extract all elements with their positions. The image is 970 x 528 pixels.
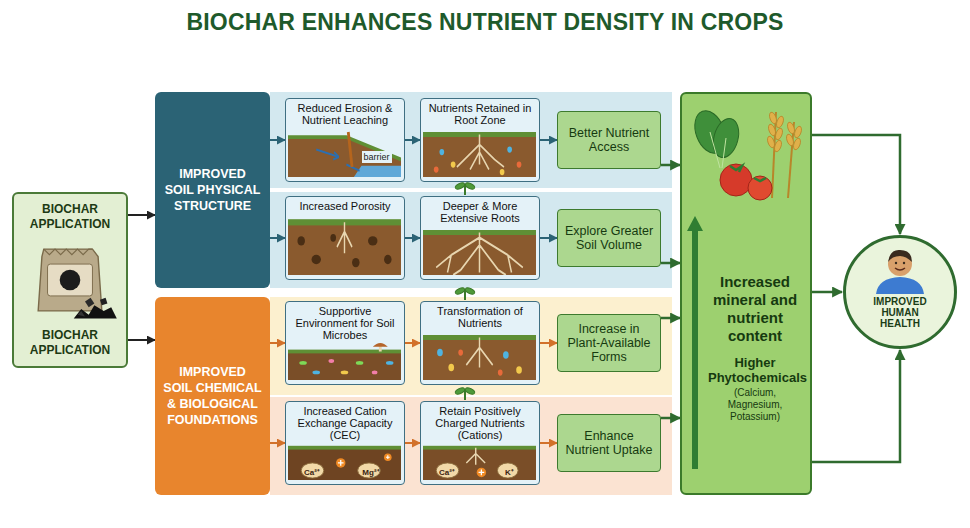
connector-arrow bbox=[270, 342, 285, 344]
process-box: Increased Cation Exchange Capacity (CEC)… bbox=[285, 401, 405, 485]
connector-arrow bbox=[128, 339, 155, 341]
deep-roots-illustration bbox=[423, 225, 536, 275]
result-label: Increase in Plant-Available Forms bbox=[563, 322, 655, 364]
porosity-illustration bbox=[288, 213, 401, 275]
process-box: Deeper & More Extensive Roots bbox=[420, 196, 540, 280]
result-label: Better Nutrient Access bbox=[563, 126, 655, 154]
process-label: Increased Cation Exchange Capacity (CEC) bbox=[290, 405, 400, 441]
process-label: Increased Porosity bbox=[290, 200, 400, 212]
connector-arrow bbox=[661, 317, 680, 320]
text-block: Increase in Plant-Available Forms bbox=[563, 322, 655, 364]
connector-arrow bbox=[661, 164, 680, 167]
health-circle: IMPROVED HUMAN HEALTH bbox=[842, 234, 958, 350]
transformation-illustration bbox=[423, 330, 536, 380]
increase-arrow bbox=[687, 216, 703, 469]
connector-arrow bbox=[270, 139, 285, 141]
diagram-title: BIOCHAR ENHANCES NUTRIENT DENSITY IN CRO… bbox=[0, 9, 970, 36]
ion-label: Ca²⁺ bbox=[439, 467, 455, 479]
connector-arrow bbox=[661, 262, 680, 265]
outcome-box: Increased mineral and nutrient contentHi… bbox=[680, 92, 812, 495]
outcome-label: Increased mineral and nutrient content bbox=[708, 273, 802, 345]
text-block: BIOCHAR APPLICATION BIOCHAR APPLICATION bbox=[18, 202, 122, 358]
root-zone-illustration bbox=[423, 127, 536, 177]
barrier-label: barrier bbox=[362, 151, 392, 163]
text-block: IMPROVED SOIL CHEMICAL & BIOLOGICAL FOUN… bbox=[163, 364, 262, 428]
process-label: Deeper & More Extensive Roots bbox=[425, 200, 535, 224]
process-box: Retain Positively Charged Nutrients (Cat… bbox=[420, 401, 540, 485]
connector-arrow bbox=[661, 417, 680, 420]
outcome-label: (Calcium, Magnesium, Potassium) bbox=[708, 387, 802, 423]
ion-label: Ca²⁺ bbox=[304, 467, 320, 479]
input-label: BIOCHAR APPLICATION bbox=[18, 202, 122, 232]
text-block: IMPROVED SOIL PHYSICAL STRUCTURE bbox=[163, 166, 262, 214]
text-block: Retain Positively Charged Nutrients (Cat… bbox=[425, 405, 535, 441]
text-block: Deeper & More Extensive Roots bbox=[425, 200, 535, 224]
connector-arrow bbox=[540, 442, 557, 444]
ion-label: Mg²⁺ bbox=[362, 467, 379, 479]
connector-arrow bbox=[812, 291, 842, 294]
ion-label: K⁺ bbox=[505, 467, 514, 479]
text-block: Reduced Erosion & Nutrient Leaching bbox=[290, 102, 400, 126]
process-label: Nutrients Retained in Root Zone bbox=[425, 102, 535, 126]
connector-arrow bbox=[812, 135, 900, 234]
process-box: Supportive Environment for Soil Microbes bbox=[285, 301, 405, 385]
biochar-bag bbox=[16, 236, 124, 324]
connector-arrow bbox=[540, 342, 557, 344]
process-box: Nutrients Retained in Root Zone bbox=[420, 98, 540, 182]
band bbox=[270, 297, 672, 395]
process-box: Reduced Erosion & Nutrient Leaching barri… bbox=[285, 98, 405, 182]
connector-arrow bbox=[405, 342, 420, 344]
connector-arrow bbox=[128, 214, 155, 216]
input-label: BIOCHAR APPLICATION bbox=[18, 328, 122, 358]
text-block: Increased Porosity bbox=[290, 200, 400, 212]
process-label: Supportive Environment for Soil Microbes bbox=[290, 305, 400, 341]
text-block: Enhance Nutrient Uptake bbox=[563, 429, 655, 457]
process-label: Transformation of Nutrients bbox=[425, 305, 535, 329]
text-block: IMPROVED HUMAN HEALTH bbox=[862, 296, 938, 329]
category-box: IMPROVED SOIL PHYSICAL STRUCTURE bbox=[155, 92, 270, 288]
connector-arrow bbox=[540, 139, 557, 141]
category-label: IMPROVED SOIL CHEMICAL & BIOLOGICAL FOUN… bbox=[163, 364, 262, 428]
result-box: Better Nutrient Access bbox=[557, 111, 661, 169]
result-label: Explore Greater Soil Volume bbox=[563, 224, 655, 252]
connector-arrow bbox=[405, 442, 420, 444]
connector-arrow bbox=[270, 237, 285, 239]
connector-arrow bbox=[540, 237, 557, 239]
text-block: Increased mineral and nutrient contentHi… bbox=[708, 212, 802, 483]
process-box: Increased Porosity bbox=[285, 196, 405, 280]
band bbox=[270, 192, 672, 288]
text-block: Nutrients Retained in Root Zone bbox=[425, 102, 535, 126]
text-block: Better Nutrient Access bbox=[563, 126, 655, 154]
outcome-label: Higher Phytochemicals bbox=[708, 355, 802, 385]
band bbox=[270, 397, 672, 495]
health-label: IMPROVED HUMAN HEALTH bbox=[862, 296, 938, 329]
microbes-illustration bbox=[288, 342, 401, 380]
process-label: Reduced Erosion & Nutrient Leaching bbox=[290, 102, 400, 126]
band bbox=[270, 92, 672, 188]
text-block: Explore Greater Soil Volume bbox=[563, 224, 655, 252]
text-block: Supportive Environment for Soil Microbes bbox=[290, 305, 400, 341]
result-label: Enhance Nutrient Uptake bbox=[563, 429, 655, 457]
connector-arrow bbox=[270, 442, 285, 444]
result-box: Explore Greater Soil Volume bbox=[557, 209, 661, 267]
category-box: IMPROVED SOIL CHEMICAL & BIOLOGICAL FOUN… bbox=[155, 297, 270, 495]
input-box: BIOCHAR APPLICATION BIOCHAR APPLICATION bbox=[12, 192, 128, 368]
text-block: Increased Cation Exchange Capacity (CEC) bbox=[290, 405, 400, 441]
health-circle bbox=[842, 234, 958, 350]
crops-illustration bbox=[686, 98, 806, 206]
connector-arrow bbox=[405, 139, 420, 141]
connector-arrow bbox=[812, 350, 900, 462]
connector-arrow bbox=[405, 237, 420, 239]
result-box: Enhance Nutrient Uptake bbox=[557, 414, 661, 472]
process-box: Transformation of Nutrients bbox=[420, 301, 540, 385]
category-label: IMPROVED SOIL PHYSICAL STRUCTURE bbox=[163, 166, 262, 214]
result-box: Increase in Plant-Available Forms bbox=[557, 314, 661, 372]
process-label: Retain Positively Charged Nutrients (Cat… bbox=[425, 405, 535, 441]
text-block: Transformation of Nutrients bbox=[425, 305, 535, 329]
